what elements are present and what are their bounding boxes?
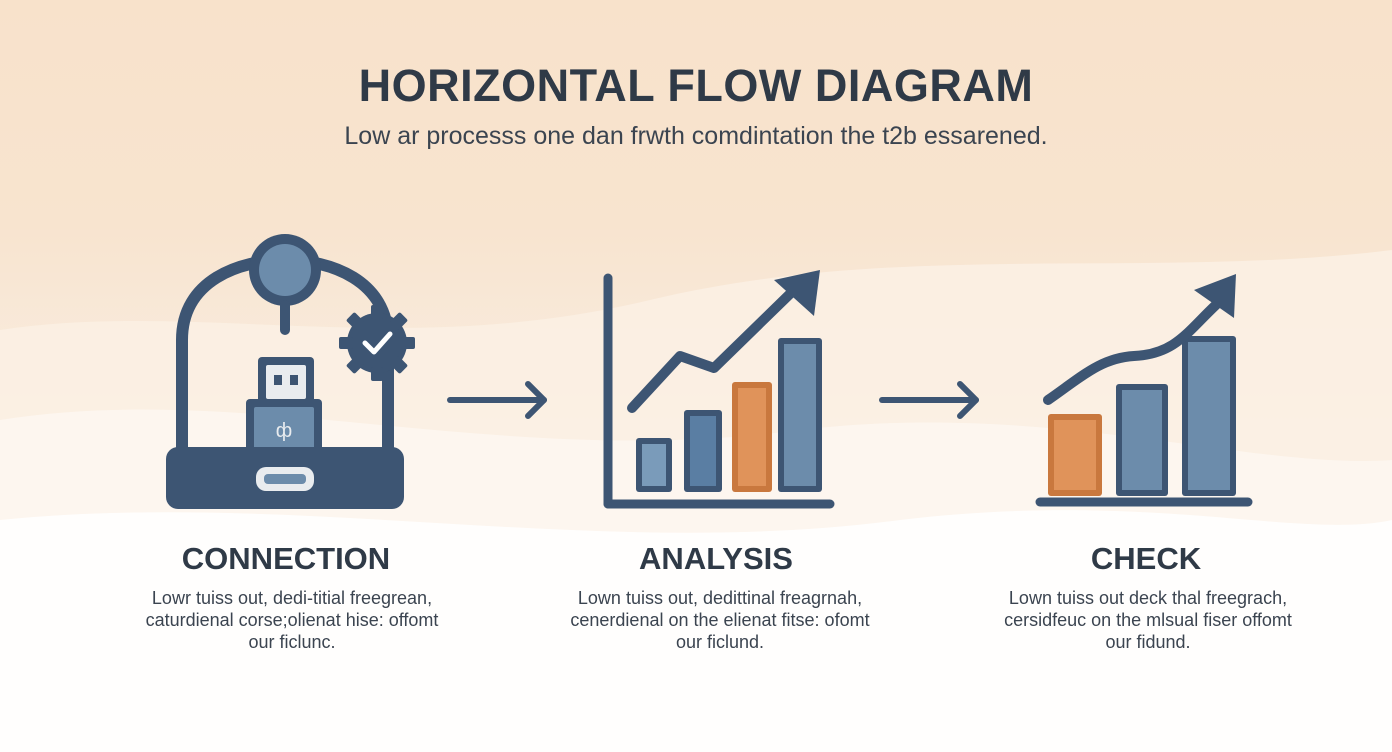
diagram-subtitle: Low ar processs one dan frwth comdintati… (344, 122, 1048, 150)
svg-text:ф: ф (276, 420, 292, 442)
bar-chart-growth-icon (603, 270, 835, 509)
step-label-check: CHECK (1090, 541, 1202, 576)
diagram-header: HORIZONTAL FLOW DIAGRAM Low ar processs … (0, 60, 1392, 151)
step-description-analysis: Lown tuiss out, dedittinal freagrnah, ce… (570, 588, 870, 652)
step-label-analysis: ANALYSIS (639, 541, 793, 576)
gear-check-badge (339, 305, 415, 381)
arrow-right-icon (879, 381, 979, 419)
step-description-connection: Lowr tuiss out, dedi-titial freegrean, c… (145, 588, 439, 652)
bar-chart-trend-icon (1035, 274, 1253, 507)
diagram-title: HORIZONTAL FLOW DIAGRAM (358, 60, 1034, 111)
arrow-right-icon (447, 381, 547, 419)
usb-connection-icon: ф (166, 234, 415, 509)
step-description-check: Lown tuiss out deck thal freegrach, cers… (1004, 588, 1292, 652)
step-label-connection: CONNECTION (181, 541, 391, 576)
